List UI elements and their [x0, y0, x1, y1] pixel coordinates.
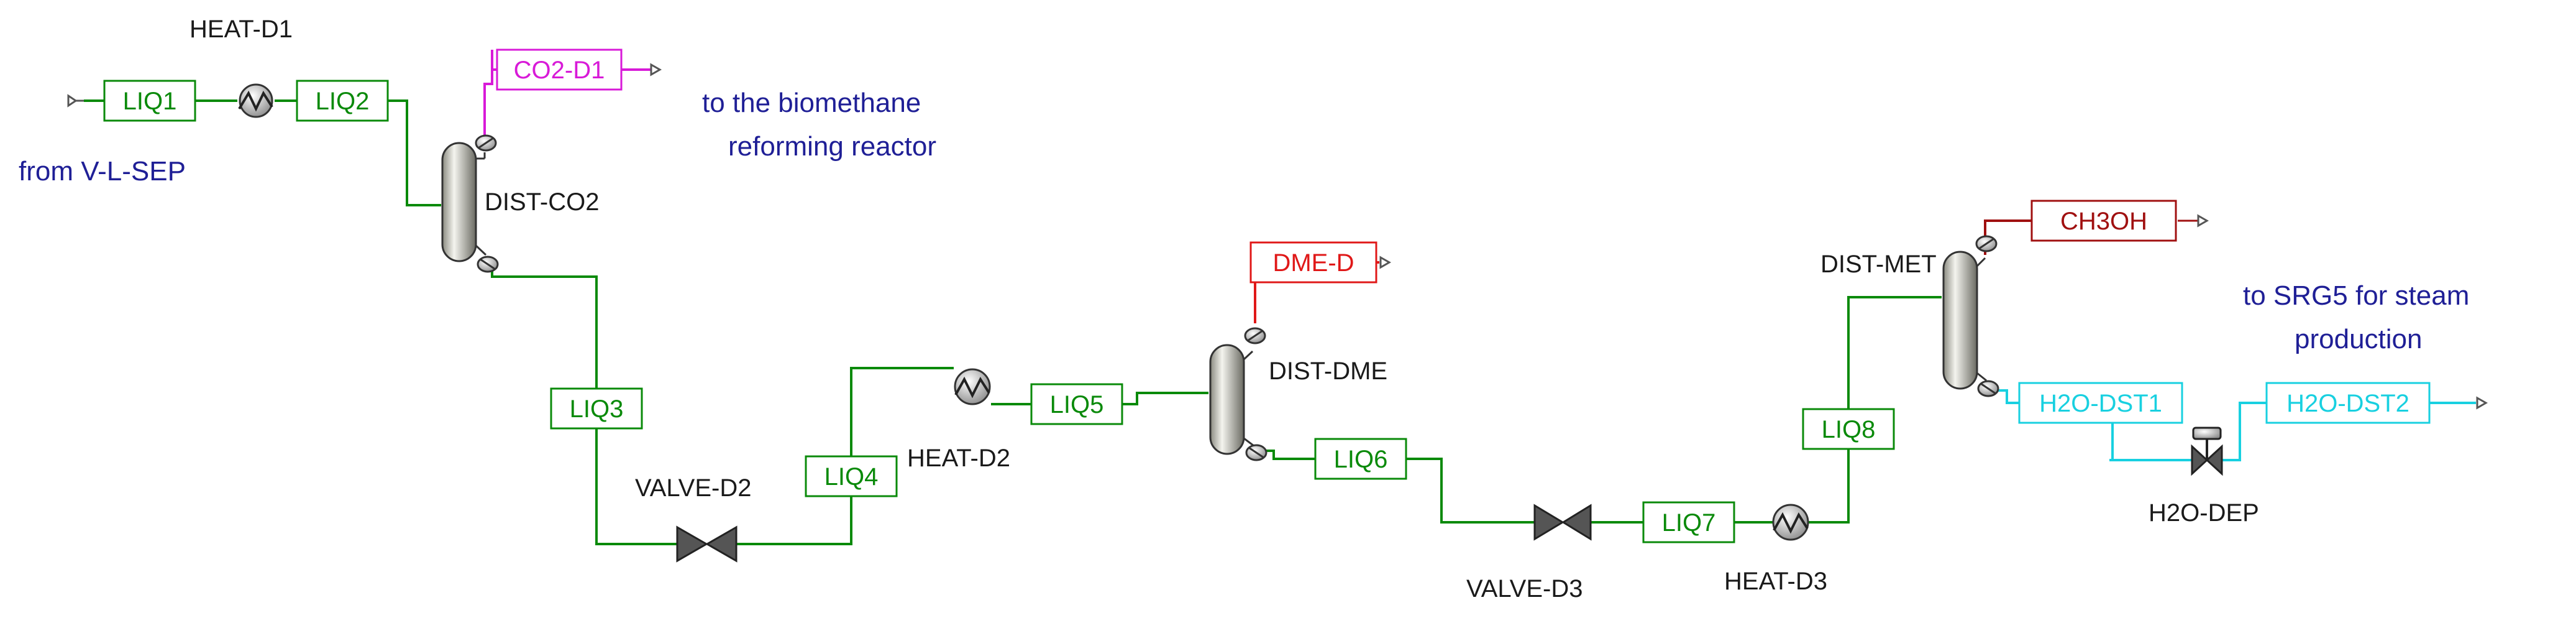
block-label-valve-d2: VALVE-D2: [635, 474, 751, 502]
stream-label-liq2: LIQ2: [316, 88, 370, 115]
stream-label-h2o-dst2: H2O-DST2: [2286, 390, 2409, 417]
block-label-dist-co2: DIST-CO2: [485, 188, 599, 216]
block-label-dist-dme: DIST-DME: [1269, 358, 1387, 385]
stream-label-ch3oh: CH3OH: [2060, 208, 2147, 235]
note-biomethane-line1: to the biomethane: [702, 88, 921, 118]
dme-outlet-arrow-icon: [1379, 256, 1392, 269]
note-biomethane-line2: reforming reactor: [728, 131, 936, 162]
block-label-heat-d2: HEAT-D2: [907, 445, 1010, 472]
stream-line-liq4[interactable]: [736, 367, 954, 545]
note-from-v-l-sep: from V-L-SEP: [19, 156, 186, 187]
note-srg5-line1: to SRG5 for steam: [2243, 280, 2469, 311]
stream-label-liq7: LIQ7: [1662, 509, 1716, 537]
block-label-valve-d3: VALVE-D3: [1466, 575, 1583, 602]
feed-arrow-icon: [67, 94, 84, 108]
stream-label-h2o-dst1: H2O-DST1: [2039, 390, 2162, 417]
stream-label-liq5: LIQ5: [1050, 391, 1104, 418]
stream-line-h2o-dst1[interactable]: [1994, 389, 2206, 461]
stream-tag-liq7-box[interactable]: [1642, 501, 1735, 543]
stream-label-liq4: LIQ4: [824, 463, 879, 491]
column-dist-dme-icon[interactable]: [1209, 327, 1267, 461]
note-srg5-line2: production: [2295, 324, 2422, 354]
stream-tag-liq3-box[interactable]: [550, 387, 643, 430]
valve-d3-icon[interactable]: [1533, 504, 1592, 541]
stream-label-dme-d: DME-D: [1272, 249, 1354, 277]
block-label-dist-met: DIST-MET: [1820, 251, 1937, 278]
co2-outlet-arrow-icon: [621, 63, 662, 76]
stream-line-liq3[interactable]: [491, 270, 677, 545]
stream-tag-liq5-box[interactable]: [1030, 383, 1123, 425]
stream-tag-liq1-box[interactable]: [103, 80, 196, 122]
heater-heat-d2-icon[interactable]: [954, 368, 991, 405]
column-dist-met-icon[interactable]: [1942, 235, 1999, 397]
stream-tag-liq6-box[interactable]: [1314, 438, 1407, 480]
stream-label-co2-d1: CO2-D1: [514, 57, 605, 84]
stream-label-liq1: LIQ1: [123, 88, 177, 115]
stream-label-liq6: LIQ6: [1334, 446, 1388, 473]
stream-tag-liq4-box[interactable]: [805, 455, 898, 497]
heater-heat-d1-icon[interactable]: [238, 83, 273, 118]
column-dist-co2-icon[interactable]: [441, 134, 499, 273]
stream-label-liq3: LIQ3: [570, 395, 624, 423]
block-label-h2o-dep: H2O-DEP: [2149, 499, 2259, 527]
valve-h2o-dep-icon[interactable]: [2191, 427, 2223, 476]
block-label-heat-d1: HEAT-D1: [190, 16, 293, 43]
heater-heat-d3-icon[interactable]: [1772, 504, 1809, 541]
stream-tag-h2o-dst2-box[interactable]: [2265, 382, 2431, 424]
block-label-heat-d3: HEAT-D3: [1724, 568, 1827, 595]
valve-d2-icon[interactable]: [676, 525, 738, 563]
ch3oh-outlet-arrow-icon: [2178, 214, 2209, 228]
stream-label-liq8: LIQ8: [1822, 416, 1876, 443]
stream-tag-ch3oh-box[interactable]: [2030, 200, 2177, 242]
stream-tag-co2-d1-box[interactable]: [496, 48, 623, 91]
stream-tag-h2o-dst1-box[interactable]: [2018, 382, 2183, 424]
stream-tag-liq8-box[interactable]: [1802, 408, 1895, 450]
h2o-outlet-arrow-icon: [2476, 396, 2488, 410]
stream-tag-dme-d-box[interactable]: [1249, 241, 1377, 284]
stream-tag-liq2-box[interactable]: [296, 80, 389, 122]
